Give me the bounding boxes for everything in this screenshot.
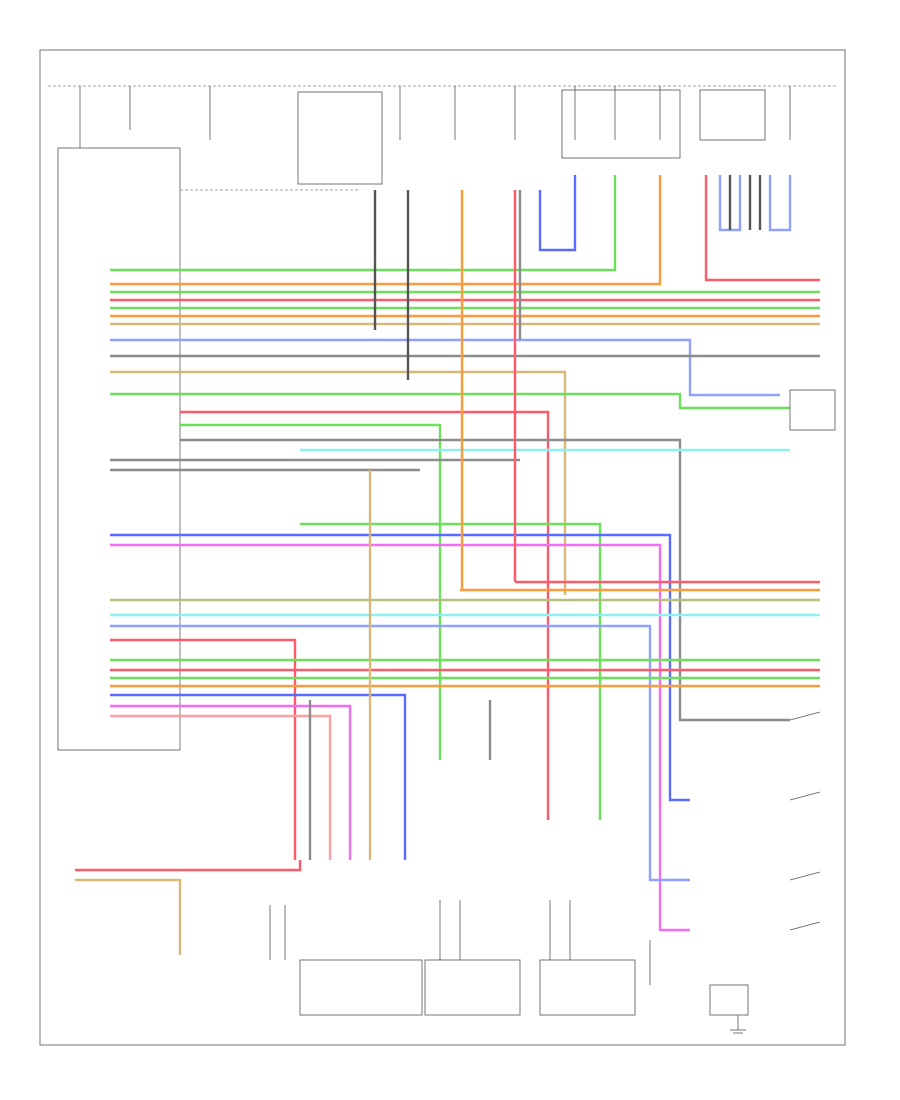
wire-magenta-1 [110,543,690,932]
wire-blue-v3 [768,175,792,232]
horizontal-wires [110,175,820,932]
wire-red-4 [110,638,297,860]
relay-box-right [699,89,766,141]
bottom-unit-left [299,959,423,1016]
ground-symbol [730,1015,746,1034]
wire-red-2 [180,410,550,820]
wire-tan-v2 [75,878,182,955]
control-unit-box [57,147,181,751]
bottom-stubs [269,900,651,985]
wire-pink-1 [110,714,332,860]
wire-blue-3 [110,624,690,882]
wire-green-5 [180,423,442,760]
wire-orange-1 [110,175,662,286]
diagram-frame [39,49,846,1046]
wire-blue-4 [110,693,407,860]
switch-symbols [789,389,836,931]
wire-tan-2 [110,370,567,595]
wire-red-v2 [704,175,820,282]
wire-gray-2 [180,438,790,722]
wire-green-1 [110,175,617,272]
bottom-unit-right [539,959,636,1016]
wire-blue-v1 [538,175,577,252]
wire-blue-1 [110,338,780,397]
bottom-unit-far-right [709,984,749,1016]
wire-green-4 [110,392,790,410]
fuse-drops [79,86,791,148]
vertical-wires [75,175,820,955]
bottom-unit-middle [424,959,521,1016]
fuse-block-right [561,89,681,159]
wire-magenta-2 [110,704,352,860]
relay-box-center [297,91,383,185]
wire-red-v3 [75,860,302,872]
wire-blue-2 [110,533,690,802]
wire-green-6 [300,522,602,820]
